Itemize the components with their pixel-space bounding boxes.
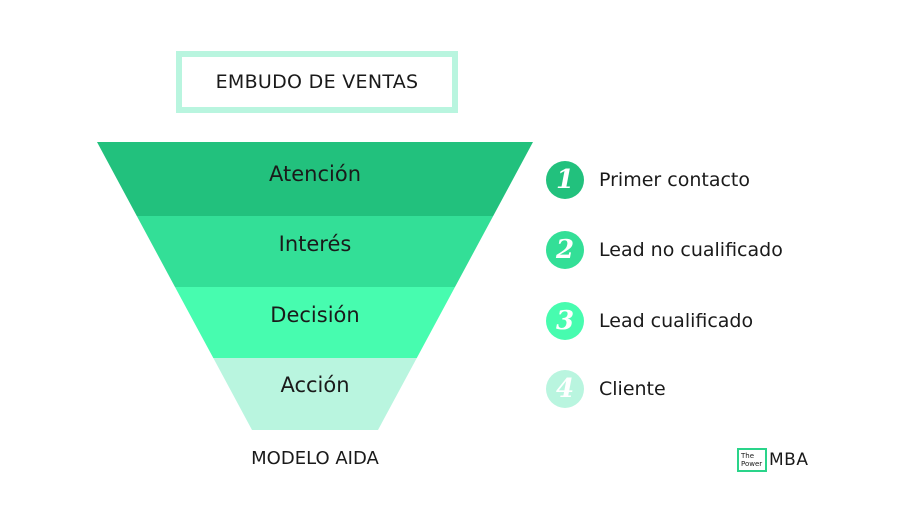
funnel-title-box: EMBUDO DE VENTAS [176, 51, 458, 113]
funnel-stage-label-2: Interés [278, 232, 352, 256]
step-label-4: Cliente [599, 378, 666, 400]
thepowermba-logo: The Power MBA [737, 447, 808, 473]
funnel-stage-label-1: Atención [269, 162, 361, 186]
step-label-1: Primer contacto [599, 169, 750, 191]
step-4: 4 Cliente [546, 369, 666, 409]
model-label: MODELO AIDA [251, 448, 379, 469]
logo-line-1: The [741, 452, 755, 460]
step-3: 3 Lead cualificado [546, 301, 753, 341]
funnel-stage-3 [175, 287, 455, 358]
step-1: 1 Primer contacto [546, 160, 750, 200]
logo-mark: MBA [769, 450, 809, 470]
funnel-stage-2 [136, 216, 494, 287]
step-label-3: Lead cualificado [599, 310, 754, 332]
funnel-stage-1 [97, 142, 533, 216]
step-label-2: Lead no cualificado [599, 239, 783, 261]
number-3-icon: 3 [546, 302, 584, 340]
funnel-stage-4 [213, 358, 417, 430]
funnel-stage-label-4: Acción [280, 373, 350, 397]
number-1-icon: 1 [546, 161, 584, 199]
number-2-icon: 2 [546, 231, 584, 269]
logo-line-2: Power [741, 460, 763, 468]
funnel-title: EMBUDO DE VENTAS [215, 71, 419, 93]
number-4-icon: 4 [546, 370, 584, 408]
logo-box: The Power [737, 448, 767, 472]
funnel-stage-label-3: Decisión [270, 303, 360, 327]
step-2: 2 Lead no cualificado [546, 230, 783, 270]
